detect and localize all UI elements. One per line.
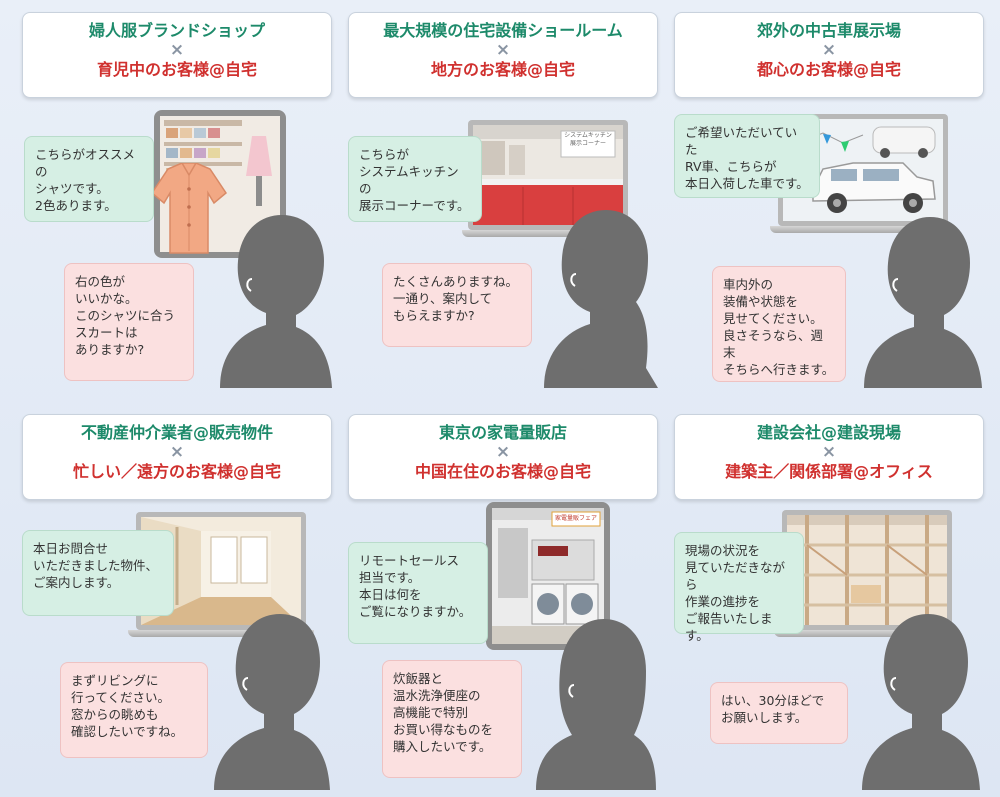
shirt-image [150, 162, 228, 259]
panel-real-estate: 不動産仲介業者@販売物件 × 忙しい／遠方のお客様@自宅 本日お問合せ いただき… [18, 410, 336, 790]
agent-speech-bubble: こちらが システムキッチンの 展示コーナーです。 [348, 136, 482, 222]
agent-speech-bubble: こちらがオススメの シャツです。 2色あります。 [24, 136, 154, 222]
laptop-base [462, 230, 634, 237]
agent-speech-bubble: ご希望いただいていた RV車、こちらが 本日入荷した車です。 [674, 114, 820, 198]
customer-silhouette [846, 610, 986, 794]
header-cross: × [169, 442, 185, 462]
agent-speech-bubble: 現場の状況を 見ていただきながら 作業の進捗を ご報告いたします。 [674, 532, 804, 643]
kitchen-showroom-screen: システムキッチン 展示コーナー [473, 125, 623, 225]
header-top-text: 不動産仲介業者@販売物件 [80, 423, 273, 442]
panel-header: 最大規模の住宅設備ショールーム × 地方のお客様@自宅 [348, 12, 658, 98]
panel-header: 建設会社@建設現場 × 建築主／関係部署@オフィス [674, 414, 984, 500]
laptop-base [774, 630, 960, 637]
header-top-text: 婦人服ブランドショップ [88, 21, 265, 40]
header-cross: × [821, 40, 837, 60]
panel-header: 不動産仲介業者@販売物件 × 忙しい／遠方のお客様@自宅 [22, 414, 332, 500]
tablet-device: 家電量販フェア [486, 502, 610, 650]
customer-silhouette [198, 610, 334, 794]
header-top-text: 最大規模の住宅設備ショールーム [383, 21, 623, 40]
header-cross: × [495, 40, 511, 60]
showroom-sign: システムキッチン 展示コーナー [564, 132, 612, 147]
panel-housing-showroom: 最大規模の住宅設備ショールーム × 地方のお客様@自宅 システムキッチン 展示コ… [344, 8, 662, 388]
laptop-device [782, 510, 952, 630]
header-cross: × [169, 40, 185, 60]
store-fair-sign: 家電量販フェア [554, 515, 597, 522]
panel-header: 婦人服ブランドショップ × 育児中のお客様@自宅 [22, 12, 332, 98]
header-bottom-text: 育児中のお客様@自宅 [96, 60, 257, 79]
customer-silhouette [200, 213, 336, 392]
agent-speech-bubble: 本日お問合せ いただきました物件、 ご案内します。 [22, 530, 174, 616]
header-cross: × [495, 442, 511, 462]
laptop-device: システムキッチン 展示コーナー [468, 120, 628, 230]
washing-machine-illustration [492, 508, 604, 644]
header-bottom-text: 地方のお客様@自宅 [430, 60, 575, 79]
header-bottom-text: 建築主／関係部署@オフィス [725, 462, 933, 481]
customer-speech-bubble: まずリビングに 行ってください。 窓からの眺めも 確認したいですね。 [60, 662, 208, 758]
customer-silhouette [520, 208, 660, 392]
customer-silhouette [522, 615, 658, 794]
kitchen-illustration [473, 125, 623, 225]
panel-header: 郊外の中古車展示場 × 都心のお客様@自宅 [674, 12, 984, 98]
customer-speech-bubble: はい、30分ほどで お願いします。 [710, 682, 848, 744]
header-bottom-text: 忙しい／遠方のお客様@自宅 [72, 462, 281, 481]
panel-used-car-lot: 郊外の中古車展示場 × 都心のお客様@自宅 ご希望いただいていた RV車、こちら… [670, 8, 988, 388]
header-top-text: 郊外の中古車展示場 [756, 21, 901, 40]
customer-silhouette [850, 213, 986, 392]
header-top-text: 建設会社@建設現場 [756, 423, 901, 442]
customer-speech-bubble: 車内外の 装備や状態を 見せてください。 良さそうなら、週末 そちらへ行きます。 [712, 266, 846, 382]
panel-electronics-store: 東京の家電量販店 × 中国在住のお客様@自宅 家電量販フェア リモートセールス … [344, 410, 662, 790]
agent-speech-bubble: リモートセールス 担当です。 本日は何を ご覧になりますか。 [348, 542, 488, 644]
appliance-store-screen: 家電量販フェア [492, 508, 604, 644]
header-bottom-text: 中国在住のお客様@自宅 [414, 462, 591, 481]
header-top-text: 東京の家電量販店 [438, 423, 567, 442]
panel-construction-site: 建設会社@建設現場 × 建築主／関係部署@オフィス 現場の状況を 見ていただきな… [670, 410, 988, 790]
laptop-base [128, 630, 314, 637]
panel-apparel-shop: 婦人服ブランドショップ × 育児中のお客様@自宅 [18, 8, 336, 388]
customer-speech-bubble: 炊飯器と 温水洗浄便座の 高機能で特別 お買い得なものを 購入したいです。 [382, 660, 522, 778]
laptop-device [778, 114, 948, 226]
header-cross: × [821, 442, 837, 462]
panel-header: 東京の家電量販店 × 中国在住のお客様@自宅 [348, 414, 658, 500]
customer-speech-bubble: 右の色が いいかな。 このシャツに合う スカートは ありますか? [64, 263, 194, 381]
construction-site-screen [787, 515, 947, 625]
scaffolding-illustration [787, 515, 947, 625]
customer-speech-bubble: たくさんありますね。 一通り、案内して もらえますか? [382, 263, 532, 347]
laptop-base [770, 226, 956, 233]
header-bottom-text: 都心のお客様@自宅 [756, 60, 901, 79]
